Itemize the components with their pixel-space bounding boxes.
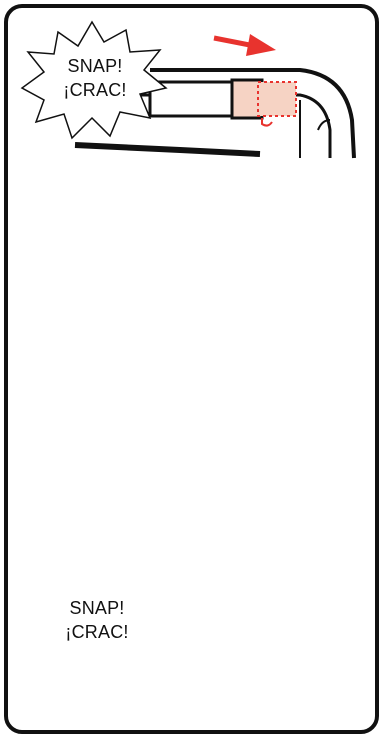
snap-callout-bottom: SNAP! ¡CRAC! [42, 596, 152, 644]
callout-line-1: SNAP! [40, 54, 150, 78]
callout-line-1: SNAP! [42, 596, 152, 620]
red-arrow-icon [214, 34, 276, 56]
callout-line-2: ¡CRAC! [42, 620, 152, 644]
tube-joint-icon [232, 80, 296, 126]
callout-line-2: ¡CRAC! [40, 78, 150, 102]
snap-callout-top: SNAP! ¡CRAC! [40, 54, 150, 102]
